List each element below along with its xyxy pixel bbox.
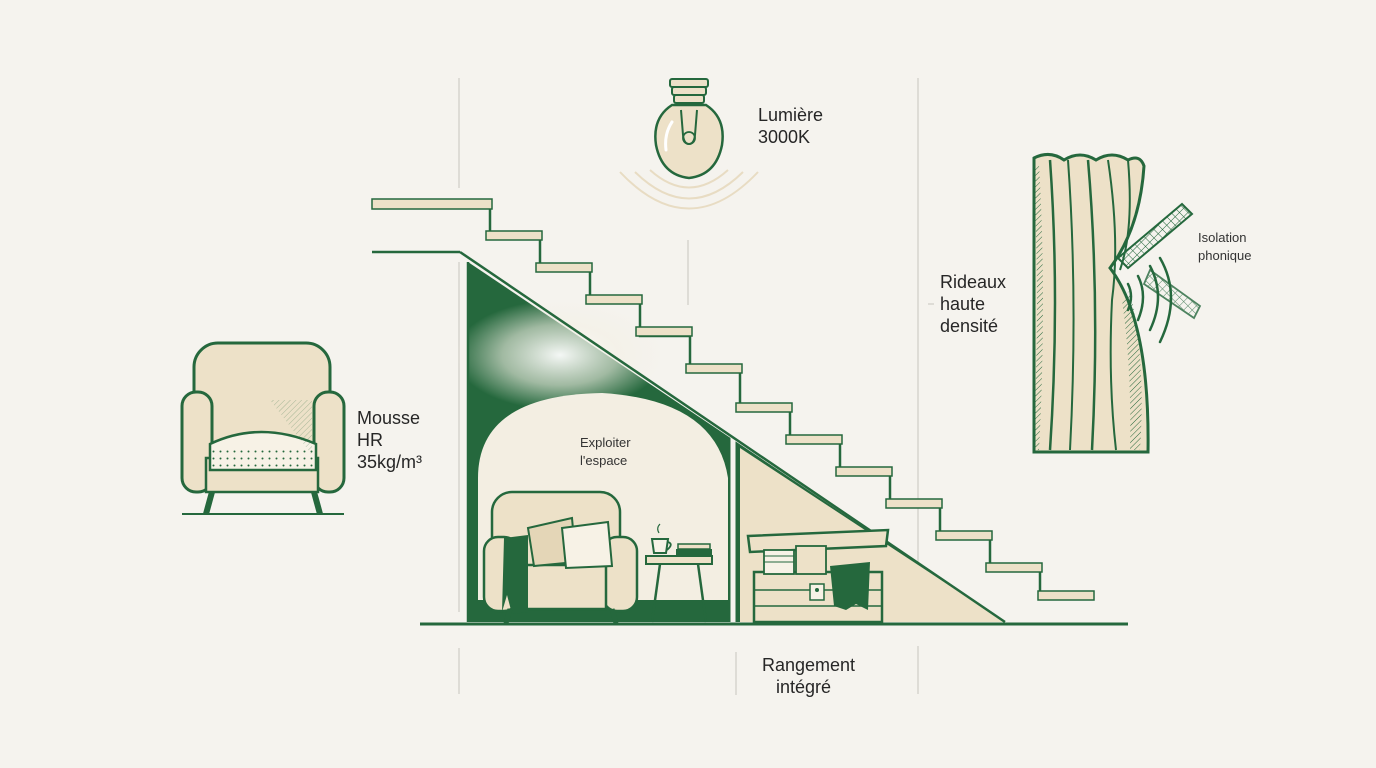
space-label-line1: Exploiter (580, 435, 631, 450)
insulation-label: Isolation phonique (1198, 229, 1252, 265)
foam-label-line3: 35kg/m³ (357, 452, 423, 472)
teacup-icon (650, 523, 672, 554)
nook-armchair-icon (482, 490, 639, 624)
foam-label-line1: Mousse (357, 408, 421, 428)
light-bulb-icon (654, 78, 724, 180)
curtains-label-line3: densité (940, 316, 999, 336)
guide-lines (458, 78, 919, 695)
sound-wave-icon (1126, 256, 1173, 344)
space-label: Exploiter l'espace (580, 434, 631, 470)
space-label-line2: l'espace (580, 453, 628, 468)
curtains-label-line1: Rideaux (940, 272, 1007, 292)
side-table (645, 543, 713, 623)
light-label-line2: 3000K (758, 127, 811, 147)
curtains-label-line2: haute (940, 294, 986, 314)
curtains-label: Rideaux haute densité (940, 271, 1006, 337)
light-label-line1: Lumière (758, 105, 824, 125)
foam-label: Mousse HR 35kg/m³ (357, 407, 422, 473)
curtain-icon (1032, 153, 1150, 454)
storage-label-line2: intégré (776, 677, 832, 697)
armchair-icon (180, 341, 346, 515)
insulation-label-line1: Isolation (1198, 230, 1247, 245)
light-label: Lumière 3000K (758, 104, 823, 148)
storage-label-line1: Rangement (762, 655, 856, 675)
insulation-label-line2: phonique (1198, 248, 1252, 263)
storage-chest-icon (746, 528, 890, 624)
light-rays (619, 169, 759, 210)
foam-label-line2: HR (357, 430, 383, 450)
storage-label: Rangement intégré (762, 654, 855, 698)
staircase (371, 198, 1128, 626)
